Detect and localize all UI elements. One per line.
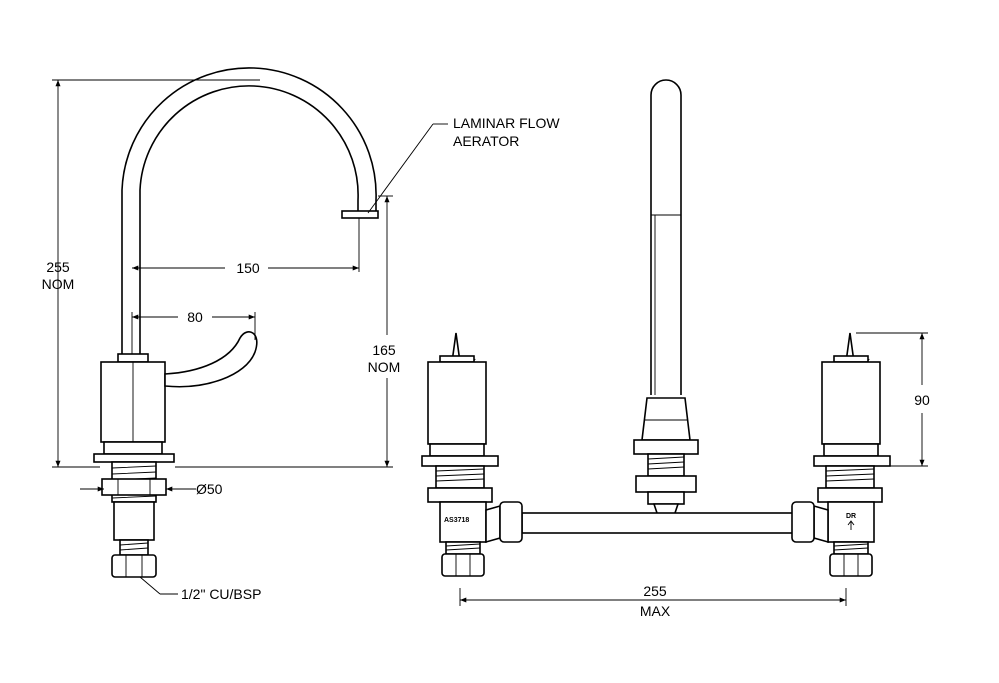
- marking-right: DR: [846, 513, 856, 520]
- left-handle-body: [427, 361, 487, 445]
- dim-height-total: 255: [46, 259, 70, 275]
- dim-handle-height: 90: [914, 392, 930, 408]
- valve-body: [113, 501, 155, 541]
- label-aerator-line2: AERATOR: [453, 133, 519, 149]
- dim-spout-height-suffix: NOM: [368, 359, 401, 375]
- right-valve-assembly: DR: [791, 332, 891, 577]
- gooseneck-spout: [121, 67, 377, 358]
- front-view: AS3718 DR: [421, 79, 891, 577]
- front-spout: [650, 79, 682, 395]
- dim-handle-reach: 80: [187, 309, 203, 325]
- side-view: [93, 67, 379, 578]
- dim-spout-reach: 150: [236, 260, 260, 276]
- lever-handle: [164, 331, 258, 388]
- side-view-dimensions: 255 NOM 150 80 165 NOM Ø50 LAMINAR FLOW …: [42, 79, 560, 602]
- spout-collar: [117, 353, 149, 363]
- dim-span-suffix: MAX: [640, 603, 671, 619]
- front-view-dimensions: 90 255 MAX: [459, 332, 930, 619]
- back-nut: [101, 478, 167, 496]
- label-connection: 1/2" CU/BSP: [181, 586, 261, 602]
- dim-spout-height: 165: [372, 342, 396, 358]
- dim-diameter: Ø50: [196, 481, 223, 497]
- dim-height-total-suffix: NOM: [42, 276, 75, 292]
- dim-span: 255: [643, 583, 667, 599]
- connecting-pipe: [521, 512, 799, 534]
- right-handle-body: [821, 361, 881, 445]
- tail-nut: [111, 554, 157, 578]
- marking-left: AS3718: [444, 517, 469, 524]
- label-aerator-line1: LAMINAR FLOW: [453, 115, 560, 131]
- spout-base: [641, 397, 691, 441]
- base-flange: [103, 441, 163, 455]
- aerator: [341, 210, 379, 219]
- right-valve-body: [827, 501, 875, 543]
- left-valve-assembly: AS3718: [421, 332, 523, 577]
